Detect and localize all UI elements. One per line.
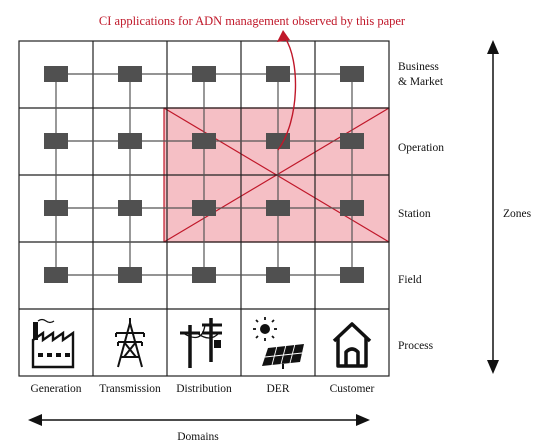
node-operation-distribution [192, 133, 216, 149]
zone-label-business: Business& Market [398, 61, 444, 88]
zone-label-field: Field [398, 274, 422, 286]
domains-axis-label: Domains [177, 431, 219, 443]
utility-pole-icon [180, 318, 222, 368]
node-business-distribution [192, 66, 216, 82]
zone-label-operation: Operation [398, 142, 444, 154]
node-field-generation [44, 267, 68, 283]
factory-icon [31, 318, 75, 369]
zone-label-station: Station [398, 208, 431, 220]
node-business-transmission [118, 66, 142, 82]
zone-label-process: Process [398, 340, 434, 352]
zone-labels: Business& Market Operation Station Field… [398, 61, 444, 352]
node-station-distribution [192, 200, 216, 216]
curved-arrow [277, 30, 297, 151]
domain-label-generation: Generation [30, 383, 81, 395]
node-station-der [266, 200, 290, 216]
domain-label-distribution: Distribution [176, 383, 232, 395]
node-station-transmission [118, 200, 142, 216]
domain-labels: Generation Transmission Distribution DER… [30, 383, 374, 395]
transmission-tower-icon [115, 318, 145, 368]
domain-label-der: DER [267, 383, 290, 395]
domains-axis-arrow [28, 414, 370, 426]
node-field-der [266, 267, 290, 283]
house-icon [332, 322, 372, 368]
solar-panel-icon [253, 317, 304, 369]
node-operation-generation [44, 133, 68, 149]
node-business-generation [44, 66, 68, 82]
diagram-title: CI applications for ADN management obser… [99, 14, 406, 28]
domain-label-transmission: Transmission [99, 383, 161, 395]
node-business-customer [340, 66, 364, 82]
node-business-der [266, 66, 290, 82]
nodes [44, 66, 364, 283]
zones-axis-label: Zones [503, 208, 532, 220]
node-field-distribution [192, 267, 216, 283]
node-operation-der [266, 133, 290, 149]
zones-axis-arrow [487, 40, 499, 374]
node-field-customer [340, 267, 364, 283]
node-station-customer [340, 200, 364, 216]
node-operation-customer [340, 133, 364, 149]
node-field-transmission [118, 267, 142, 283]
domain-label-customer: Customer [330, 383, 375, 395]
node-station-generation [44, 200, 68, 216]
node-operation-transmission [118, 133, 142, 149]
